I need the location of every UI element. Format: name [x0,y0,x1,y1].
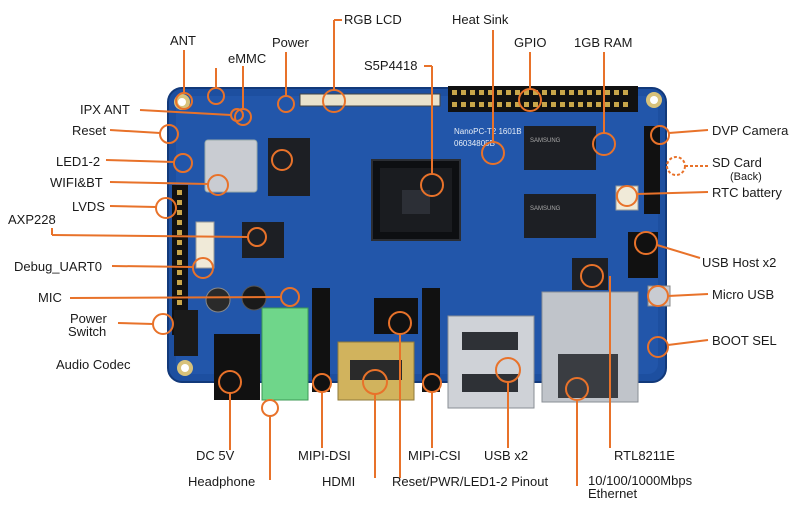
label-mipi-csi: MIPI-CSI [408,448,461,463]
label-dc-5v: DC 5V [196,448,235,463]
label-emmc: eMMC [228,51,267,66]
label-mipi-dsi: MIPI-DSI [298,448,351,463]
label-ethernet-speed: 10/100/1000Mbps [588,473,693,488]
pinout-header [374,298,418,334]
label-mic: MIC [38,290,62,305]
label-reset: Reset [72,123,106,138]
ethernet-jack [541,291,639,403]
label-1gb-ram: 1GB RAM [574,35,633,50]
mipi-csi-connector [422,288,440,392]
power-switch [174,310,198,356]
label-ethernet: Ethernet [588,486,638,501]
headphone-jack [261,307,309,401]
label-s5p4418: S5P4418 [364,58,418,73]
label-audio-codec: Audio Codec [56,357,131,372]
label-headphone: Headphone [188,474,256,489]
rgb-lcd-connector [299,93,441,107]
label-axp228: AXP228 [8,212,56,227]
label-sd-card: SD Card [712,155,762,170]
callouts [51,19,709,486]
label-ant: ANT [170,33,196,48]
label-hdmi: HDMI [322,474,356,489]
dvp-camera-connector [644,126,660,214]
label-heat-sink: Heat Sink [452,12,509,27]
label-rtl8211e: RTL8211E [614,448,675,463]
label-pinout: Reset/PWR/LED1-2 Pinout [392,474,549,489]
ram-chip [524,126,596,170]
usb-host-header [628,232,658,278]
label-gpio: GPIO [514,35,547,50]
label-power-switch-1: Power [70,311,107,326]
label-dvp-camera: DVP Camera [712,123,789,138]
capacitor [205,287,231,313]
ram-chip [524,194,596,238]
debug-uart-connector [195,221,215,269]
ram-chip-brand-2: SAMSUNG [530,206,561,212]
usb-stack [447,315,535,409]
label-rtc-battery: RTC battery [712,185,782,200]
soc-heatsink [371,159,461,241]
board-code-text: 06034805B [454,139,495,148]
mipi-dsi-connector [312,288,330,392]
ram-chip-brand: SAMSUNG [530,138,561,144]
label-boot-sel: BOOT SEL [712,333,777,348]
label-debug-uart0: Debug_UART0 [14,259,102,274]
label-rgb-lcd: RGB LCD [344,12,402,27]
label-power: Power [272,35,309,50]
board-silk-text: NanoPC-T2 1601B [454,127,522,136]
label-lvds: LVDS [72,199,105,214]
label-usb-host: USB Host x2 [702,255,777,270]
label-led: LED1-2 [56,154,101,169]
wifi-module [204,139,258,193]
label-ipx-ant: IPX ANT [80,102,130,117]
label-wifi-bt: WIFI&BT [50,175,103,190]
label-usb-x2: USB x2 [484,448,529,463]
label-sd-back: (Back) [730,171,762,183]
label-micro-usb: Micro USB [712,287,775,302]
gpio-header [448,86,638,112]
label-power-switch-2: Switch [68,324,107,339]
